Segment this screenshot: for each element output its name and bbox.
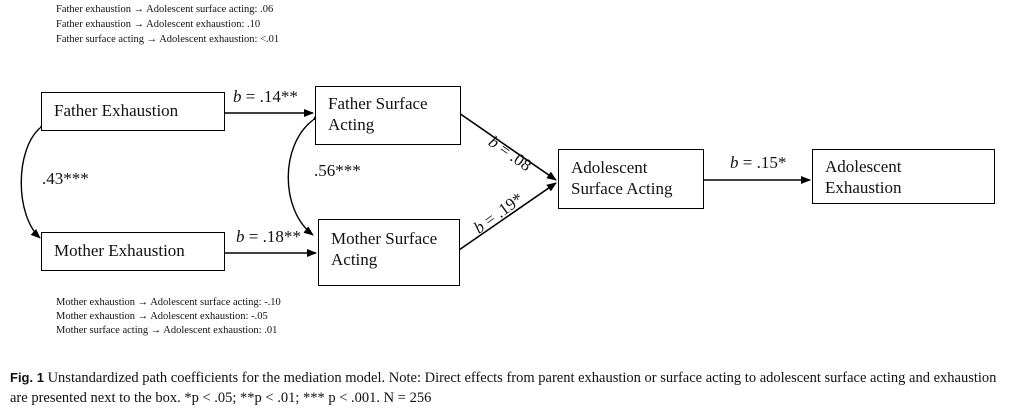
node-mother-exhaustion: Mother Exhaustion bbox=[41, 232, 225, 271]
node-father-surface-acting: Father Surface Acting bbox=[315, 86, 461, 145]
coef-father-exh-to-father-sa: b = .14** bbox=[233, 87, 298, 106]
coef-adol-sa-to-adol-exh: b = .15* bbox=[730, 153, 787, 172]
node-label: Acting bbox=[331, 250, 378, 269]
node-adolescent-exhaustion: Adolescent Exhaustion bbox=[812, 149, 995, 204]
node-father-exhaustion: Father Exhaustion bbox=[41, 92, 225, 131]
node-label: Surface Acting bbox=[571, 179, 673, 198]
node-mother-surface-acting: Mother Surface Acting bbox=[318, 219, 460, 286]
arrow-father-sa-to-adol-sa bbox=[458, 112, 557, 181]
note-line: Mother exhaustion → Adolescent surface a… bbox=[56, 297, 281, 308]
correlation-surface-acting-label: .56*** bbox=[314, 161, 361, 180]
note-line: Father exhaustion → Adolescent surface a… bbox=[56, 4, 274, 15]
caption-text: Unstandardized path coefficients for the… bbox=[10, 370, 997, 406]
note-line: Father exhaustion → Adolescent exhaustio… bbox=[56, 19, 261, 30]
node-label: Adolescent bbox=[825, 157, 902, 176]
node-label: Adolescent bbox=[571, 158, 648, 177]
arrow-mother-sa-to-adol-sa bbox=[458, 182, 557, 251]
note-line: Mother exhaustion → Adolescent exhaustio… bbox=[56, 311, 268, 322]
correlation-arc-surface-acting bbox=[287, 111, 323, 236]
node-label: Father Exhaustion bbox=[54, 101, 179, 120]
note-line: Father surface acting → Adolescent exhau… bbox=[56, 34, 280, 45]
correlation-arc-exhaustion bbox=[20, 119, 50, 239]
node-label: Acting bbox=[328, 115, 375, 134]
node-label: Mother Surface bbox=[331, 229, 438, 248]
correlation-exhaustion-label: .43*** bbox=[42, 169, 89, 188]
note-line: Mother surface acting → Adolescent exhau… bbox=[56, 325, 278, 336]
node-adolescent-surface-acting: Adolescent Surface Acting bbox=[558, 149, 704, 209]
figure-label: Fig. 1 bbox=[10, 370, 44, 385]
node-label: Exhaustion bbox=[825, 178, 902, 197]
coef-mother-exh-to-mother-sa: b = .18** bbox=[236, 227, 301, 246]
node-label: Mother Exhaustion bbox=[54, 241, 185, 260]
figure-caption: Fig. 1 Unstandardized path coefficients … bbox=[10, 368, 1005, 408]
node-label: Father Surface bbox=[328, 94, 428, 113]
